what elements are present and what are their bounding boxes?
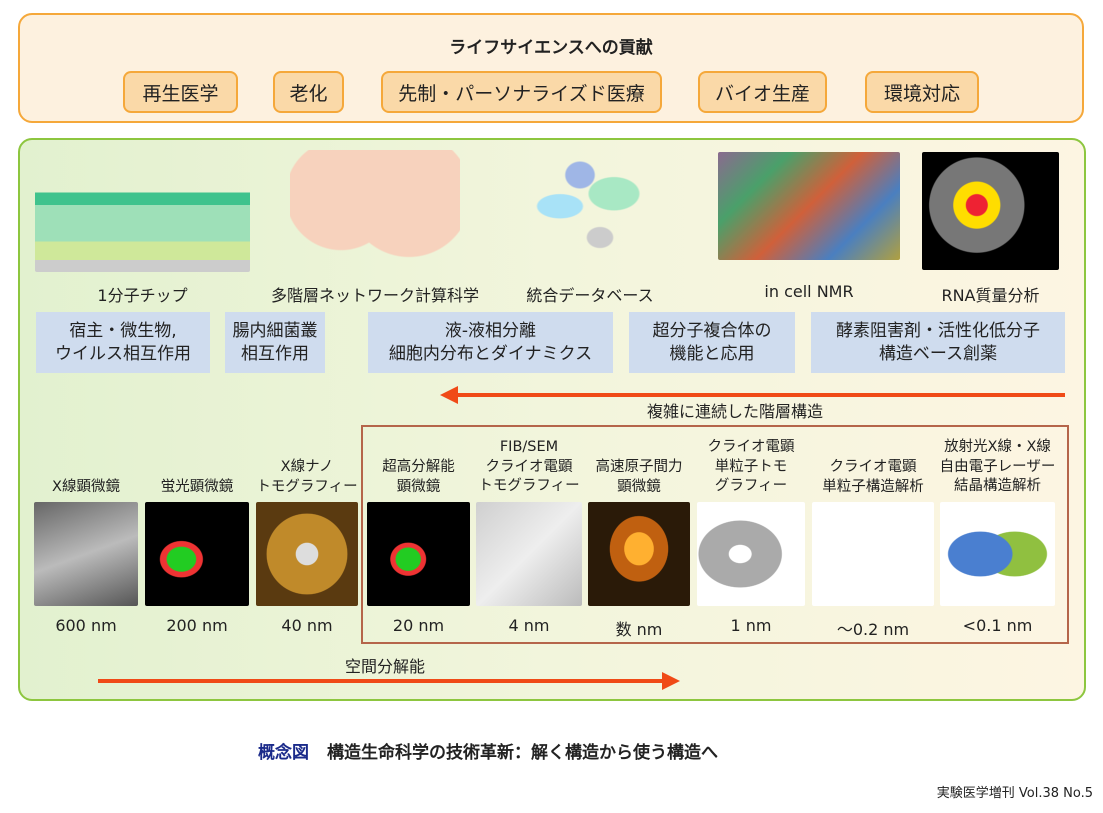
- microscopy-method-name: FIB/SEM クライオ電顕トモグラフィー: [449, 438, 609, 497]
- microscopy-image: [697, 502, 805, 606]
- resolution-value: ～0.2 nm: [836, 620, 910, 639]
- method-label: in cell NMR: [764, 282, 854, 301]
- microscopy-method-name: 蛍光顕微鏡: [117, 478, 277, 498]
- resolution-value: 4 nm: [508, 616, 550, 635]
- method-name-line: グラフィー: [714, 478, 788, 495]
- caption-text: 構造生命科学の技術革新：解く構造から使う構造へ: [327, 743, 718, 763]
- multi-layer-network-illustration: [290, 150, 460, 262]
- method-name-line: 自由電子レーザー: [939, 458, 1056, 475]
- method-name-line: 蛍光顕微鏡: [160, 479, 234, 495]
- method-name-line: クライオ電顕: [485, 458, 573, 475]
- microscopy-method-name: クライオ電顕単粒子構造解析: [793, 458, 953, 497]
- hierarchy-arrow: [455, 393, 1065, 397]
- microscopy-image: [34, 502, 138, 606]
- hierarchy-arrow-label: 複雑に連続した階層構造: [646, 402, 823, 421]
- in-cell-nmr-image: [718, 152, 900, 260]
- panel-title: ライフサイエンスへの貢献: [449, 38, 653, 58]
- method-name-line: トモグラフィー: [478, 478, 580, 495]
- method-name-line: 単粒子トモ: [714, 458, 788, 475]
- topic-box: 宿主・微生物,ウイルス相互作用: [36, 312, 210, 373]
- topic-line: 超分子複合体の: [652, 320, 772, 341]
- integrated-database-diagram: [490, 150, 690, 275]
- method-name-line: クライオ電顕: [829, 459, 917, 475]
- method-label: 1分子チップ: [97, 286, 188, 305]
- microscopy-image: [812, 502, 934, 606]
- resolution-value: 数 nm: [615, 620, 663, 639]
- microscopy-method-name: X線ナノトモグラフィー: [227, 458, 387, 497]
- microscopy-method-name: 高速原子間力顕微鏡: [559, 458, 719, 497]
- method-label: 多階層ネットワーク計算科学: [270, 286, 479, 305]
- arrow-head-right-icon: [662, 672, 680, 690]
- method-name-line: 結晶構造解析: [954, 478, 1041, 495]
- topic-box: 腸内細菌叢相互作用: [225, 312, 325, 373]
- high-resolution-group-frame: [361, 425, 1069, 644]
- pill-aging: 老化: [273, 71, 344, 113]
- resolution-arrow-label: 空間分解能: [344, 657, 425, 676]
- microscopy-image: [588, 502, 690, 606]
- rna-mass-spec-image: [922, 152, 1059, 270]
- figure-caption: 概念図構造生命科学の技術革新：解く構造から使う構造へ: [258, 738, 718, 763]
- pill-personalized-medicine: 先制・パーソナライズド医療: [381, 71, 662, 113]
- method-name-line: FIB/SEM: [499, 439, 559, 455]
- topic-box: 液-液相分離細胞内分布とダイナミクス: [368, 312, 613, 373]
- microscopy-image: [367, 502, 470, 606]
- publication-footer: 実験医学増刊 Vol.38 No.5: [936, 786, 1093, 801]
- topic-line: 酵素阻害剤・活性化低分子: [836, 320, 1040, 341]
- microscopy-image: [256, 502, 358, 606]
- pill-regenerative-medicine: 再生医学: [123, 71, 238, 113]
- method-name-line: 超高分解能: [382, 459, 455, 475]
- resolution-value: <0.1 nm: [962, 616, 1033, 635]
- method-name-line: 顕微鏡: [617, 478, 661, 495]
- topic-line: 構造ベース創薬: [878, 343, 998, 364]
- topic-line: 機能と応用: [669, 343, 755, 364]
- pill-environment: 環境対応: [865, 71, 979, 113]
- method-name-line: トモグラフィー: [256, 478, 358, 495]
- method-label: RNA質量分析: [941, 286, 1040, 305]
- caption-label: 概念図: [258, 743, 309, 763]
- method-name-line: X線ナノ: [280, 459, 334, 475]
- arrow-head-left-icon: [440, 386, 458, 404]
- resolution-value: 20 nm: [392, 616, 445, 635]
- method-name-line: クライオ電顕: [707, 439, 795, 455]
- resolution-arrow: [98, 679, 664, 683]
- topic-line: 細胞内分布とダイナミクス: [388, 343, 593, 364]
- microscopy-image: [476, 502, 582, 606]
- microscopy-image: [145, 502, 249, 606]
- topic-box: 酵素阻害剤・活性化低分子構造ベース創薬: [811, 312, 1065, 373]
- resolution-value: 600 nm: [55, 616, 117, 635]
- method-name-line: 単粒子構造解析: [822, 478, 924, 495]
- method-label: 統合データベース: [526, 286, 654, 305]
- microscopy-method-name: 超高分解能顕微鏡: [339, 458, 499, 497]
- topic-line: 液-液相分離: [444, 320, 537, 341]
- microscopy-method-name: 放射光X線・X線自由電子レーザー結晶構造解析: [918, 438, 1078, 497]
- topic-line: ウイルス相互作用: [55, 343, 191, 364]
- microscopy-method-name: クライオ電顕単粒子トモグラフィー: [671, 438, 831, 497]
- single-molecule-chip-illustration: [35, 150, 250, 272]
- microscopy-image: [940, 502, 1055, 606]
- topic-line: 腸内細菌叢: [232, 320, 318, 341]
- method-name-line: 放射光X線・X線: [944, 439, 1051, 455]
- pill-bioproduction: バイオ生産: [698, 71, 827, 113]
- topic-box: 超分子複合体の機能と応用: [629, 312, 795, 373]
- resolution-value: 200 nm: [166, 616, 228, 635]
- topic-line: 相互作用: [241, 343, 309, 364]
- resolution-value: 1 nm: [730, 616, 772, 635]
- topic-line: 宿主・微生物,: [69, 320, 177, 341]
- method-name-line: X線顕微鏡: [52, 479, 120, 495]
- method-name-line: 高速原子間力: [595, 459, 683, 475]
- microscopy-method-name: X線顕微鏡: [6, 478, 166, 498]
- resolution-value: 40 nm: [281, 616, 333, 635]
- method-name-line: 顕微鏡: [396, 478, 441, 495]
